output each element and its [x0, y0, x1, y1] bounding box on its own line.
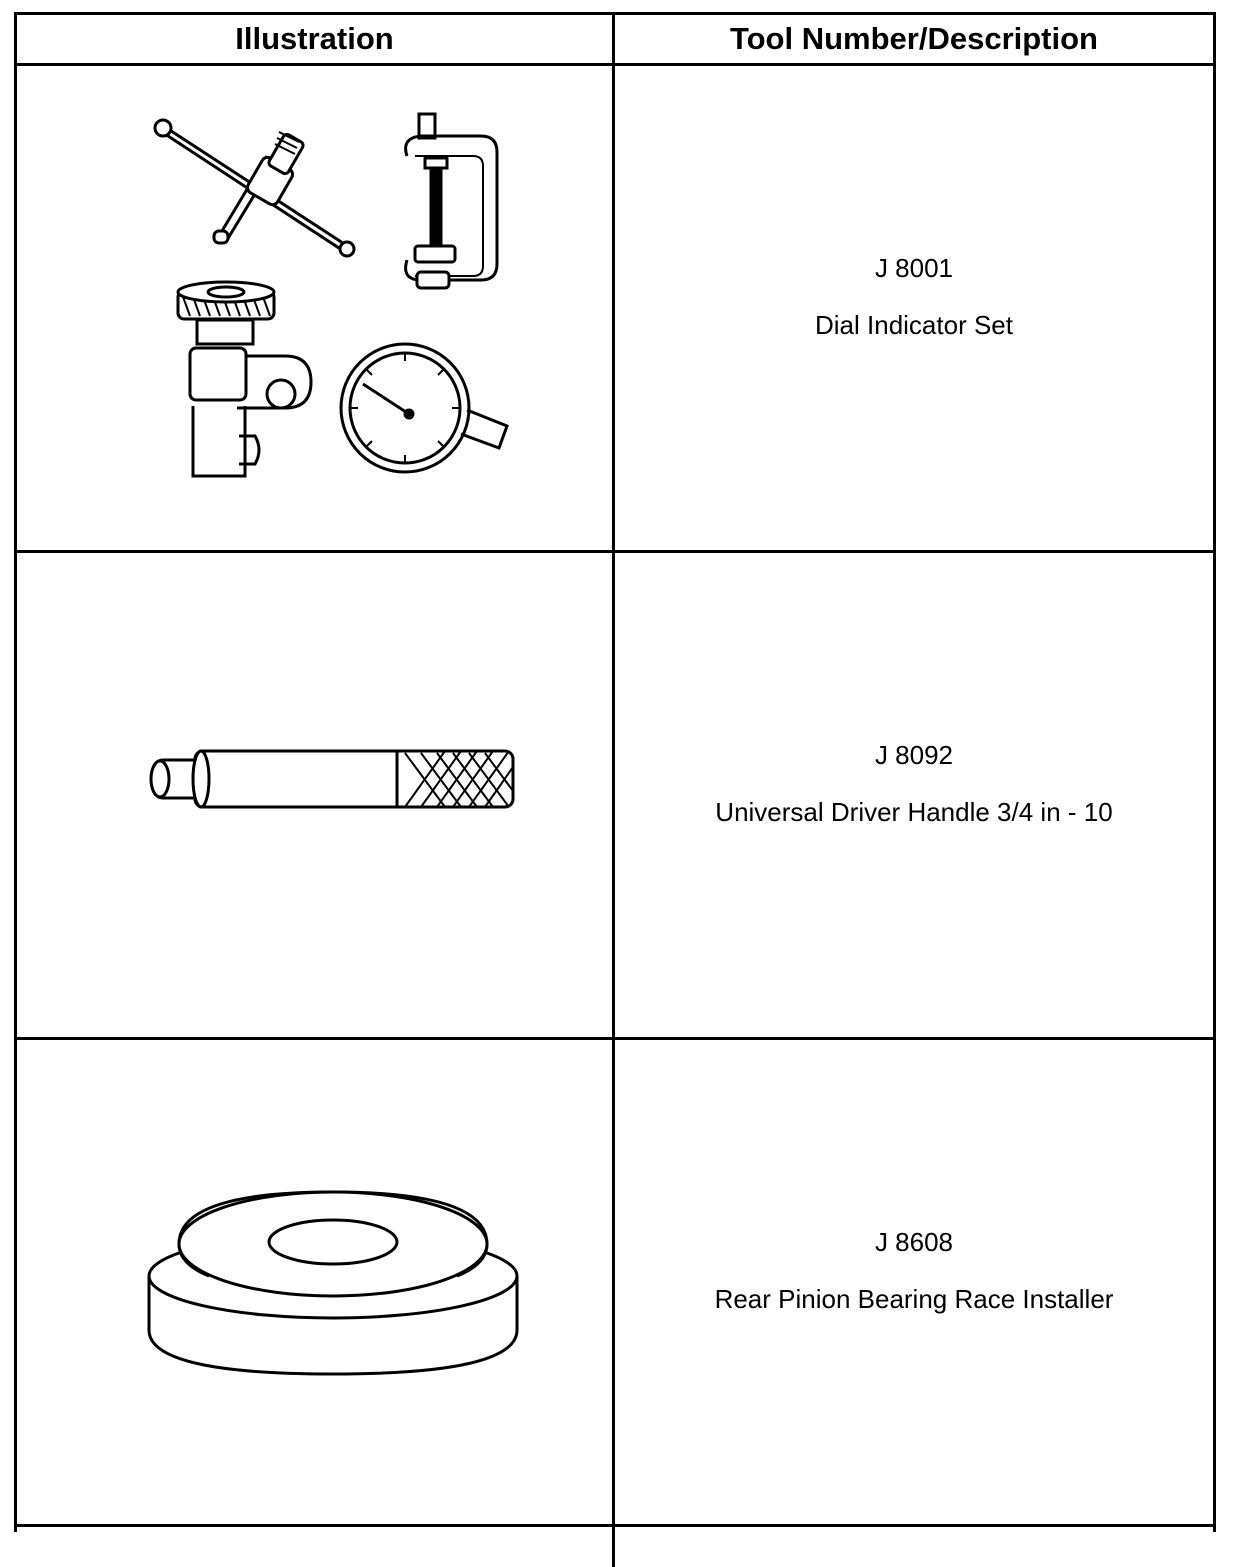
header-tool-description: Tool Number/Description	[729, 21, 1098, 56]
driver-handle-icon	[149, 749, 515, 809]
description-cell	[615, 1527, 1213, 1567]
description-cell: J 8608 Rear Pinion Bearing Race Installe…	[615, 1040, 1213, 1524]
illustration-cell	[17, 1040, 615, 1524]
tool-description: Dial Indicator Set	[815, 310, 1013, 340]
tool-description: Rear Pinion Bearing Race Installer	[714, 1284, 1114, 1314]
header-illustration: Illustration	[17, 15, 615, 63]
illustration-cell	[17, 66, 615, 550]
tool-table: Illustration Tool Number/Description	[14, 12, 1216, 1567]
race-installer-icon	[147, 1190, 519, 1376]
table-header-row: Illustration Tool Number/Description	[17, 15, 1213, 66]
tool-description: Universal Driver Handle 3/4 in - 10	[715, 797, 1113, 827]
table-row: J 8608 Rear Pinion Bearing Race Installe…	[17, 1040, 1213, 1527]
illustration-cell	[17, 553, 615, 1037]
description-cell: J 8001 Dial Indicator Set	[615, 66, 1213, 550]
table-row	[17, 1527, 1213, 1567]
tool-number: J 8001	[874, 253, 954, 283]
dial-indicator-set-icon	[153, 112, 509, 478]
tool-number: J 8092	[874, 740, 954, 770]
description-cell: J 8092 Universal Driver Handle 3/4 in - …	[615, 553, 1213, 1037]
illustration-cell	[17, 1527, 615, 1567]
table-row: J 8001 Dial Indicator Set	[17, 66, 1213, 553]
tool-number: J 8608	[874, 1227, 954, 1257]
table-row: J 8092 Universal Driver Handle 3/4 in - …	[17, 553, 1213, 1040]
